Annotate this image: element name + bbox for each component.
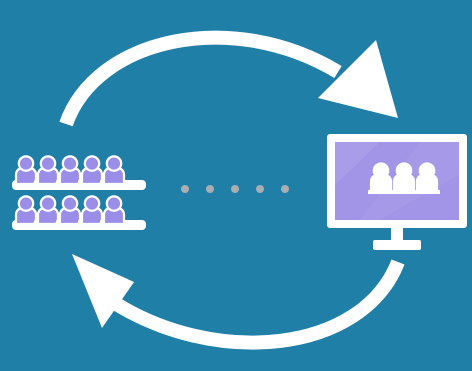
audience-row: [12, 155, 146, 190]
monitor-presenter-icon: [327, 134, 467, 250]
audience-person-icon: [36, 155, 60, 186]
screen-person-icon: [369, 162, 393, 192]
audience-person-icon: [80, 195, 104, 226]
person-head: [83, 155, 101, 172]
connector-dot: [231, 185, 239, 193]
person-head: [83, 195, 101, 212]
bottom-arrow-shaft: [106, 259, 405, 350]
audience-row: [12, 195, 146, 230]
screen-person-icon: [415, 162, 439, 192]
audience-person-icon: [14, 195, 38, 226]
connector-dot: [181, 185, 189, 193]
connector-dot: [206, 185, 214, 193]
person-head: [372, 162, 390, 179]
audience-person-icon: [80, 155, 104, 186]
screen-sheen: [335, 142, 380, 185]
screen-people-icon: [368, 162, 440, 194]
bottom-curved-arrow-icon: [72, 254, 405, 350]
screen-person-icon: [392, 162, 416, 192]
audience-person-icon: [102, 155, 126, 186]
audience-person-icon: [58, 155, 82, 186]
audience-group-icon: [12, 155, 146, 230]
monitor-base: [373, 240, 421, 250]
connector-dot: [256, 185, 264, 193]
screen-people-base: [368, 190, 440, 194]
person-head: [395, 162, 413, 179]
person-head: [61, 195, 79, 212]
connector-dot: [281, 185, 289, 193]
person-head: [39, 155, 57, 172]
person-head: [418, 162, 436, 179]
person-head: [105, 155, 123, 172]
dotted-connection-icon: [181, 185, 289, 193]
person-head: [105, 195, 123, 212]
monitor-neck: [391, 228, 403, 242]
audience-person-icon: [102, 195, 126, 226]
audience-person-icon: [58, 195, 82, 226]
top-arrowhead: [318, 40, 398, 118]
top-arrow-shaft: [59, 30, 342, 127]
audience-person-icon: [14, 155, 38, 186]
audience-person-icon: [36, 195, 60, 226]
person-head: [61, 155, 79, 172]
person-head: [17, 155, 35, 172]
top-curved-arrow-icon: [59, 30, 398, 127]
person-head: [17, 195, 35, 212]
person-head: [39, 195, 57, 212]
bottom-arrowhead: [72, 254, 134, 328]
